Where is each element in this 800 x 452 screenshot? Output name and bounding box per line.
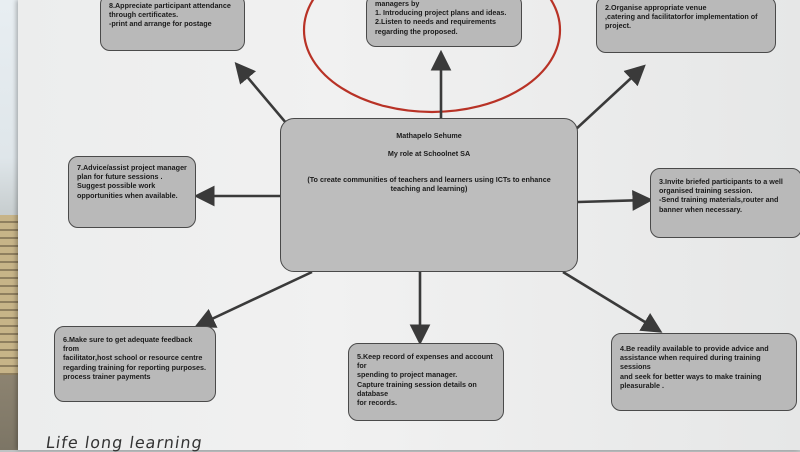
center-name: Mathapelo Sehume [396,131,462,140]
role-box-3: 3.Invite briefed participants to a well … [650,168,800,238]
arrow-to-box4 [562,270,663,333]
arrow-to-box2 [574,64,646,131]
role-box-6: 6.Make sure to get adequate feedback fro… [54,326,216,402]
center-role-title: My role at Schoolnet SA [387,149,471,158]
arrow-to-box3 [577,190,654,211]
role-box-4: 4.Be readily available to provide advice… [611,333,797,411]
red-circle [302,0,562,114]
role-box-8: 8.Appreciate participant attendance thro… [100,0,245,51]
center-role-box: Mathapelo Sehume My role at Schoolnet SA… [280,118,578,272]
role-box-2: 2.Organise appropriate venue ,catering a… [596,0,776,53]
center-mission: (To create communities of teachers and l… [307,175,551,194]
role-box-7: 7.Advice/assist project manager plan for… [68,156,196,228]
role-box-1: managers by 1. Introducing project plans… [366,0,522,47]
role-box-5: 5.Keep record of expenses and account fo… [348,343,504,421]
arrow-to-box6 [194,270,313,328]
handwritten-note: Life long learning [44,433,205,452]
arrow-to-box8 [234,62,293,131]
